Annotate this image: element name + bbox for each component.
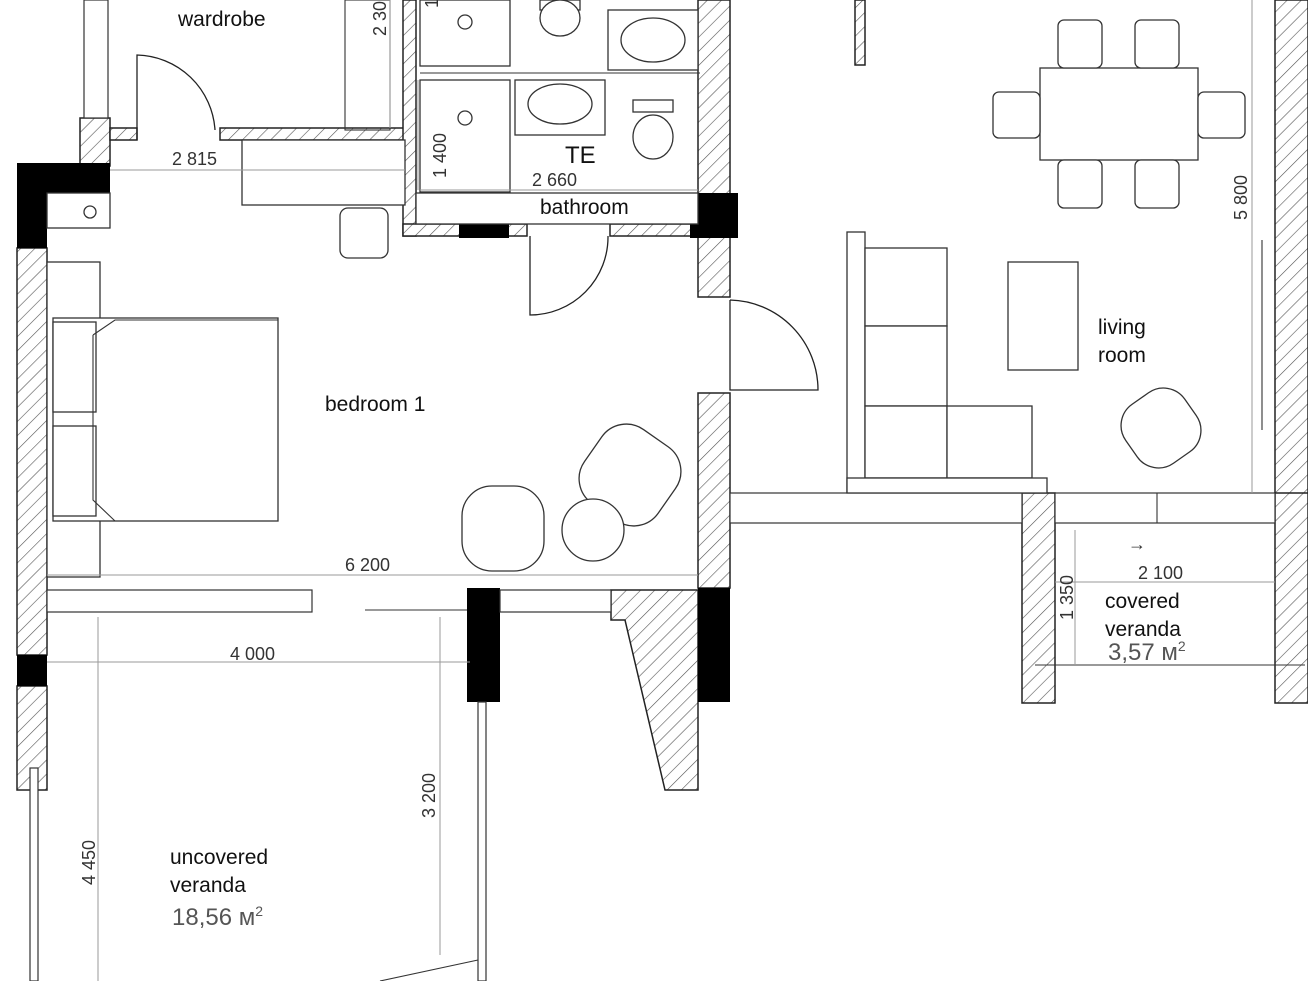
dim-4000: 4 000 bbox=[230, 644, 275, 664]
bathroom-fixtures bbox=[415, 0, 700, 225]
dining-chair-6 bbox=[1197, 91, 1246, 139]
dining-chair-4 bbox=[1134, 159, 1180, 209]
label-wardrobe: wardrobe bbox=[177, 8, 266, 31]
sofa-seat-3 bbox=[864, 405, 948, 479]
area-uncovered: 18,56 м2 bbox=[172, 903, 263, 931]
sofa-seat-2 bbox=[864, 325, 948, 407]
wall-left-exterior bbox=[16, 247, 48, 656]
arrow-icon: → bbox=[1128, 534, 1146, 554]
label-te: TE bbox=[565, 142, 596, 169]
wall-bathroom-bottom-right bbox=[609, 223, 701, 237]
dim-2100: 2 100 bbox=[1138, 563, 1183, 583]
dim-1400: 1 400 bbox=[430, 133, 450, 178]
label-bedroom: bedroom 1 bbox=[325, 393, 425, 416]
doors bbox=[136, 54, 819, 391]
dim-2660: 2 660 bbox=[532, 170, 577, 190]
bedroom-furniture bbox=[46, 0, 682, 578]
toilet-bottom-tank bbox=[632, 99, 674, 113]
sofa-base bbox=[846, 477, 1048, 494]
label-covered-line1: covered bbox=[1105, 590, 1180, 613]
toilet-top-bowl bbox=[539, 0, 581, 37]
window-uncovered-left bbox=[29, 767, 39, 981]
window-uncovered-right bbox=[477, 701, 487, 981]
walls bbox=[16, 0, 1308, 791]
wall-bedroom-right bbox=[697, 392, 731, 589]
window-wardrobe-left bbox=[83, 0, 109, 119]
armchair-left bbox=[461, 485, 545, 572]
sink-bottom-basin bbox=[527, 83, 593, 125]
wall-covered-left bbox=[1021, 492, 1056, 704]
kitchenette-counter bbox=[46, 192, 111, 229]
label-bathroom: bathroom bbox=[540, 196, 629, 219]
dimension-lines bbox=[47, 0, 1275, 981]
pillar-veranda-middle bbox=[467, 588, 500, 702]
window-bedroom-bottom-left bbox=[46, 589, 313, 613]
dining-chair-1 bbox=[1057, 19, 1103, 69]
pillar-veranda-right bbox=[698, 588, 730, 702]
door-wardrobe bbox=[136, 54, 216, 140]
coffee-table-round bbox=[561, 498, 625, 562]
dim-1: 1 bbox=[422, 0, 442, 8]
window-bedroom-bottom-right bbox=[499, 589, 612, 613]
wall-covered-right bbox=[1274, 492, 1308, 704]
dim-2300: 2 30 bbox=[370, 1, 390, 36]
sink-top-basin bbox=[620, 17, 686, 63]
pillar-top-left-h bbox=[47, 163, 110, 193]
sofa-back bbox=[846, 231, 866, 493]
dining-chair-5 bbox=[992, 91, 1041, 139]
dim-3200: 3 200 bbox=[419, 773, 439, 818]
toilet-bottom-bowl bbox=[632, 114, 674, 160]
dining-chair-3 bbox=[1057, 159, 1103, 209]
dim-2815: 2 815 bbox=[172, 149, 217, 169]
sofa-chaise bbox=[946, 405, 1033, 479]
shower-tray-bottom bbox=[419, 79, 511, 193]
door-bathroom bbox=[529, 235, 609, 316]
glazing bbox=[29, 0, 1305, 981]
label-covered-line2: veranda bbox=[1105, 618, 1181, 641]
label-living-line2: room bbox=[1098, 344, 1146, 367]
shower-drain-bottom bbox=[457, 110, 473, 126]
dim-1350: 1 350 bbox=[1057, 575, 1077, 620]
bed-pillow-bottom bbox=[52, 425, 97, 517]
bed-blanket bbox=[92, 319, 278, 522]
dim-6200: 6 200 bbox=[345, 555, 390, 575]
kitchenette-sink bbox=[83, 205, 97, 219]
railing-uncovered bbox=[379, 959, 479, 981]
sofa-seat-1 bbox=[864, 247, 948, 327]
living-armchair bbox=[1120, 387, 1202, 469]
wall-wardrobe-bottom-left bbox=[109, 127, 138, 141]
label-uncovered-line1: uncovered bbox=[170, 846, 268, 869]
desk-chair bbox=[339, 207, 389, 259]
window-living-bottom bbox=[729, 492, 1023, 524]
wall-living-right bbox=[1274, 0, 1308, 499]
wall-bathroom-right bbox=[697, 0, 731, 298]
coffee-table bbox=[1007, 261, 1079, 371]
label-living-line1: living bbox=[1098, 316, 1146, 339]
wall-angled-column bbox=[610, 589, 699, 791]
bed-pillow-top bbox=[52, 321, 97, 413]
living-furniture bbox=[846, 19, 1246, 494]
shower-tray-top bbox=[419, 0, 511, 67]
wardrobe-cabinet bbox=[241, 139, 406, 206]
dimension-labels: 2 815 2 660 1 400 2 30 1 5 800 6 200 4 0… bbox=[79, 0, 1251, 885]
dim-5800: 5 800 bbox=[1231, 175, 1251, 220]
bath-bench bbox=[415, 192, 699, 225]
shower-drain-top bbox=[457, 14, 473, 30]
pillar-top-left bbox=[17, 163, 47, 248]
wall-top-stub bbox=[854, 0, 866, 66]
dining-table bbox=[1039, 67, 1199, 161]
wall-wardrobe-left bbox=[79, 117, 111, 167]
pillar-veranda-left bbox=[17, 655, 47, 686]
room-labels: wardrobe TE bathroom bedroom 1 living ro… bbox=[170, 8, 1186, 931]
area-covered: 3,57 м2 bbox=[1108, 638, 1186, 666]
dim-4450: 4 450 bbox=[79, 840, 99, 885]
label-uncovered-line2: veranda bbox=[170, 874, 246, 897]
door-living bbox=[729, 299, 819, 391]
window-covered-top bbox=[1054, 492, 1276, 524]
dining-chair-2 bbox=[1134, 19, 1180, 69]
